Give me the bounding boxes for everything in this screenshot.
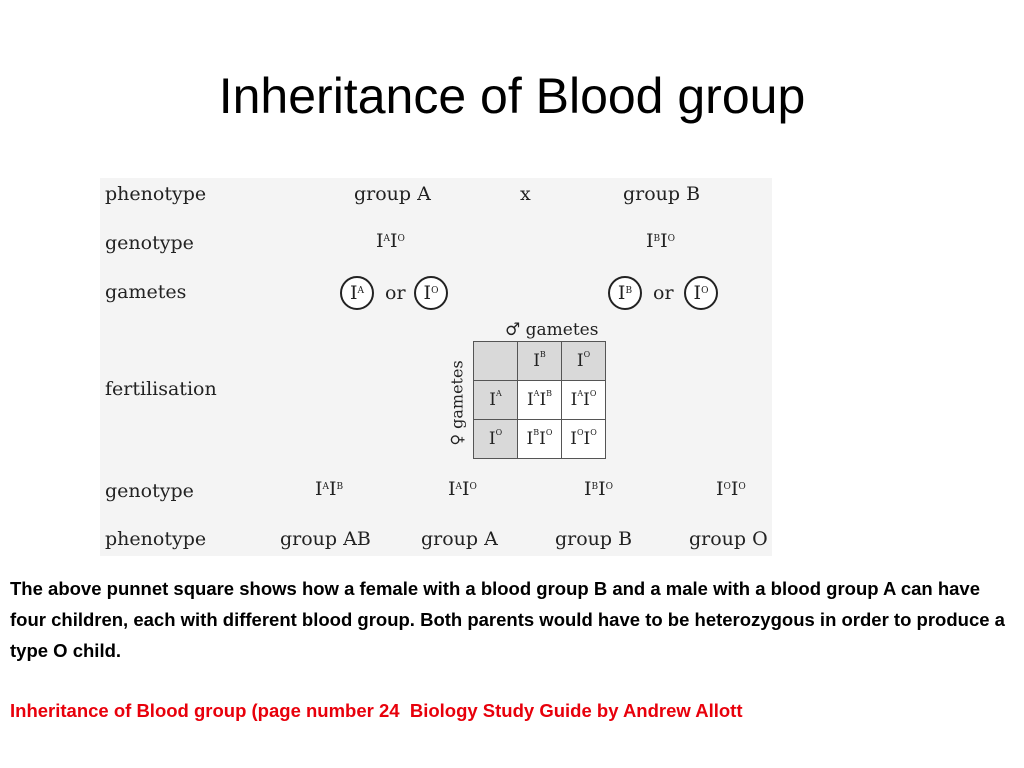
row-label-genotype-offspring: genotype <box>105 480 194 502</box>
gamete-or-a: or <box>385 282 406 304</box>
offspring-phenotype-o: group O <box>689 528 768 550</box>
punnet-square: IB IO IA IAIB IAIO IO IBIO IOIO <box>473 341 606 459</box>
punnet-row-ia: IA <box>473 380 518 420</box>
female-gametes-label: ♀ gametes <box>447 360 467 446</box>
punnet-cell-ibio: IBIO <box>517 419 562 459</box>
offspring-genotype-oo: IOIO <box>716 478 746 500</box>
row-label-phenotype-offspring: phenotype <box>105 528 207 550</box>
row-label-phenotype: phenotype <box>105 183 207 205</box>
parent-b-phenotype: group B <box>623 183 701 205</box>
punnet-cell-iaio: IAIO <box>561 380 606 420</box>
punnet-header-ib: IB <box>517 341 562 381</box>
offspring-genotype-ab: IAIB <box>315 478 344 500</box>
male-gametes-label: ♂ gametes <box>505 320 599 340</box>
offspring-genotype-ao: IAIO <box>448 478 477 500</box>
row-label-fertilisation: fertilisation <box>105 378 217 400</box>
offspring-phenotype-b: group B <box>555 528 633 550</box>
parent-b-genotype: IBIO <box>646 230 676 252</box>
punnet-cell-iaib: IAIB <box>517 380 562 420</box>
cross-symbol: x <box>520 183 531 205</box>
gamete-or-b: or <box>653 282 674 304</box>
offspring-phenotype-ab: group AB <box>280 528 371 550</box>
slide-title: Inheritance of Blood group <box>218 68 806 124</box>
punnet-corner <box>473 341 518 381</box>
slide-body-text: The above punnet square shows how a fema… <box>10 578 1005 661</box>
punnet-row-io: IO <box>473 419 518 459</box>
slide-citation: Inheritance of Blood group (page number … <box>10 700 743 721</box>
row-label-gametes: gametes <box>105 281 187 303</box>
offspring-genotype-bo: IBIO <box>584 478 614 500</box>
parent-a-phenotype: group A <box>354 183 431 205</box>
offspring-phenotype-a: group A <box>421 528 498 550</box>
row-label-genotype: genotype <box>105 232 194 254</box>
punnet-header-io: IO <box>561 341 606 381</box>
punnet-diagram: phenotype genotype gametes fertilisation… <box>100 178 772 556</box>
parent-a-genotype: IAIO <box>376 230 405 252</box>
punnet-cell-ioio: IOIO <box>561 419 606 459</box>
